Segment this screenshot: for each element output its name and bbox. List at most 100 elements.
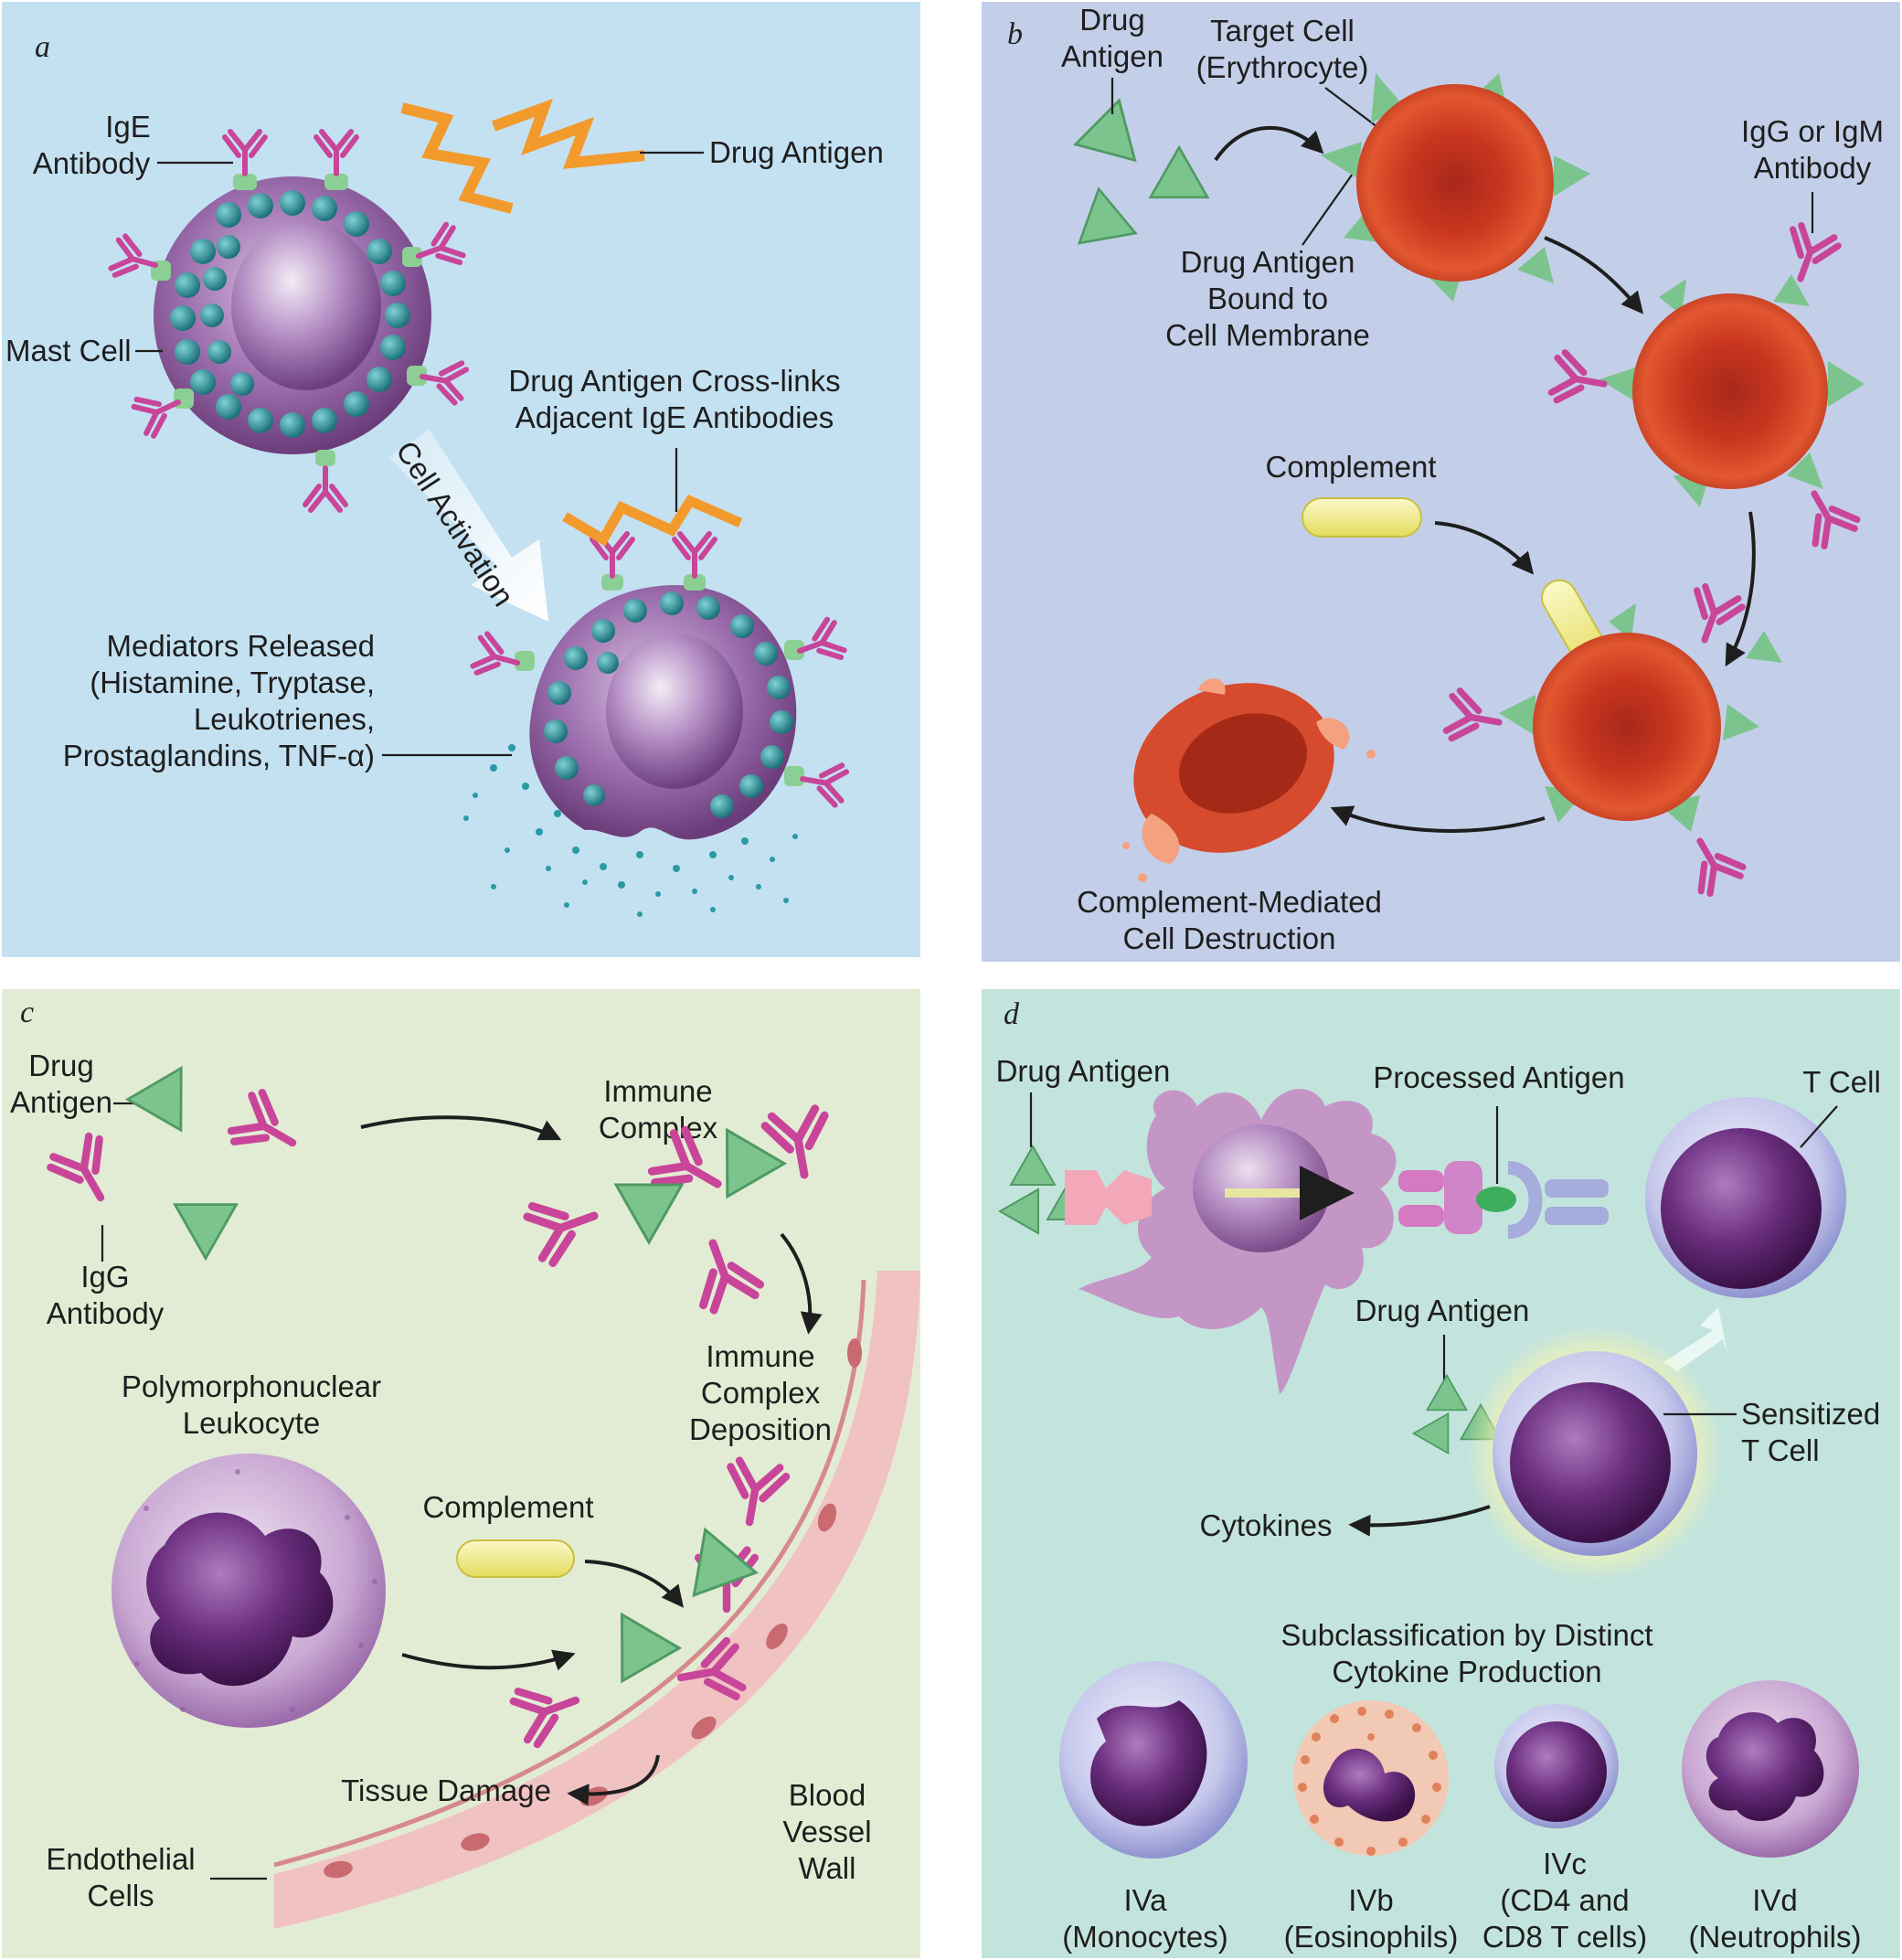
bound-label-2: Bound to [1207, 282, 1328, 315]
subclass-label-1: Subclassification by Distinct [1280, 1618, 1652, 1652]
drug-antigen-d-mid-label: Drug Antigen [1355, 1294, 1530, 1327]
tissue-damage-label: Tissue Damage [341, 1774, 551, 1807]
panel-c-letter: c [20, 996, 34, 1029]
complement-b-label: Complement [1265, 450, 1436, 484]
drug-antigen-zigzag [400, 102, 514, 214]
panel-d-letter: d [1004, 997, 1020, 1031]
bound-leader [1302, 173, 1354, 246]
complement-capsule-c [456, 1539, 575, 1578]
ige-antibody-label-2: Antibody [33, 146, 151, 180]
arrow-to-complement-step [1725, 511, 1756, 667]
drug-antigen-label: Drug Antigen [709, 135, 884, 169]
erythrocyte [1321, 73, 1590, 302]
blood-vessel-label-1: Blood [789, 1778, 866, 1812]
arrow-to-tissue-damage [567, 1754, 660, 1806]
eosinophil [1293, 1700, 1449, 1856]
cd4-cd8-t-cell [1494, 1704, 1619, 1828]
activated-mast-cell [463, 495, 847, 917]
erythrocyte-with-antibody [1550, 223, 1865, 549]
antigen-presenting-cell [1079, 1089, 1397, 1394]
mediators-label-3: Leukotrienes, [194, 702, 375, 736]
pmn-label-1: Polymorphonuclear [122, 1369, 381, 1403]
vessel-lumen-edge [273, 1279, 866, 1868]
igg-igm-label-2: Antibody [1754, 151, 1872, 185]
drug-antigen-c-label-2: Antigen [10, 1085, 112, 1119]
t-cell-label: T Cell [1802, 1065, 1881, 1099]
processed-antigen-label: Processed Antigen [1373, 1060, 1624, 1094]
blood-vessel-label-3: Wall [799, 1851, 856, 1885]
igg-antibody-label-1: IgG [80, 1260, 129, 1294]
type-ivc-id: IVc [1543, 1847, 1587, 1880]
target-cell-leader [1324, 87, 1386, 133]
neutrophil [1682, 1680, 1859, 1858]
arrow-to-destruction [1330, 805, 1546, 833]
mediators-label-4: Prostaglandins, TNF-α) [63, 739, 375, 772]
mediators-label-1: Mediators Released [107, 629, 376, 663]
drug-antigen-b-label-1: Drug [1079, 3, 1145, 37]
igg-antibody-label-2: Antibody [47, 1296, 165, 1330]
panel-b-letter: b [1007, 17, 1023, 51]
type-ivd-id: IVd [1752, 1883, 1798, 1917]
type-iva-desc: (Monocytes) [1062, 1920, 1228, 1954]
mediators-label-2: (Histamine, Tryptase, [90, 666, 375, 699]
t-cell [1645, 1097, 1846, 1298]
mhc-tcr-complex [1398, 1161, 1609, 1239]
drug-antigen-zigzag [491, 99, 645, 169]
monocyte [1059, 1661, 1248, 1859]
destruction-label-2: Cell Destruction [1123, 921, 1336, 955]
sensitized-label-1: Sensitized [1741, 1397, 1880, 1431]
panel-d: d Drug Antigen Processed Antigen [982, 989, 1900, 1958]
ige-antibody-label-1: IgE [105, 110, 151, 144]
cross-links-label-2: Adjacent IgE Antibodies [515, 400, 834, 434]
panel-c: c Drug Antigen IgG Antibody Immune Compl… [2, 989, 920, 1958]
pmn-label-2: Leukocyte [183, 1406, 320, 1440]
t-cell-leader [1800, 1105, 1838, 1148]
bound-label-3: Cell Membrane [1165, 318, 1370, 352]
arrow-cell-to-antibody [1544, 236, 1644, 314]
destruction-label-1: Complement-Mediated [1077, 885, 1382, 919]
target-cell-label-2: (Erythrocyte) [1196, 50, 1369, 84]
arrow-complement-to-deposit [584, 1560, 685, 1608]
panel-a-letter: a [35, 30, 50, 64]
type-ivc-desc-2: CD8 T cells) [1482, 1920, 1647, 1954]
immune-complex-label-1: Immune [603, 1074, 712, 1108]
arrow-complement-to-cell [1434, 521, 1535, 575]
arrow-pmn-to-deposit [401, 1649, 576, 1671]
arrow-to-immune-complex [360, 1115, 562, 1141]
apc-receptor-left [1065, 1170, 1152, 1225]
immune-complex-label-2: Complex [599, 1111, 718, 1145]
arrow-antigen-to-cell [1214, 125, 1324, 162]
complement-c-label: Complement [422, 1490, 593, 1524]
drug-antigen-d-top-label: Drug Antigen [996, 1054, 1171, 1088]
polymorphonuclear-leukocyte [112, 1454, 386, 1728]
type-ivd-desc: (Neutrophils) [1689, 1920, 1862, 1954]
deposition-label-3: Deposition [689, 1412, 832, 1446]
drug-antigen-c-label-1: Drug [28, 1049, 94, 1082]
panel-b: b Drug Antigen Target Cell (Erythrocyte)… [982, 2, 1900, 962]
mast-cell-label: Mast Cell [5, 334, 132, 368]
mast-cell [110, 132, 467, 510]
target-cell-label-1: Target Cell [1210, 14, 1355, 48]
cytokines-label: Cytokines [1200, 1508, 1333, 1542]
complement-capsule [1302, 497, 1422, 538]
destroyed-erythrocyte [1122, 678, 1376, 882]
endothelial-label-2: Cells [87, 1879, 154, 1912]
cross-links-label-1: Drug Antigen Cross-links [508, 364, 840, 398]
cell-activation-arrow [388, 430, 548, 622]
sensitized-t-cell [1467, 1326, 1723, 1582]
endothelial-label-1: Endothelial [46, 1842, 195, 1876]
igg-igm-label-1: IgG or IgM [1741, 114, 1884, 148]
type-iva-id: IVa [1123, 1883, 1167, 1917]
blood-vessel-label-2: Vessel [782, 1815, 871, 1848]
arrow-to-deposition [780, 1232, 823, 1335]
subclass-label-2: Cytokine Production [1332, 1655, 1601, 1688]
type-ivb-desc: (Eosinophils) [1284, 1920, 1459, 1954]
erythrocyte-with-complement [1445, 579, 1782, 897]
type-ivb-id: IVb [1348, 1883, 1394, 1917]
deposition-label-1: Immune [706, 1339, 814, 1373]
panel-a: a [2, 2, 920, 957]
bound-label-1: Drug Antigen [1181, 245, 1355, 279]
drug-antigen-b-label-2: Antigen [1061, 39, 1164, 73]
arrow-to-cytokines [1348, 1505, 1491, 1537]
